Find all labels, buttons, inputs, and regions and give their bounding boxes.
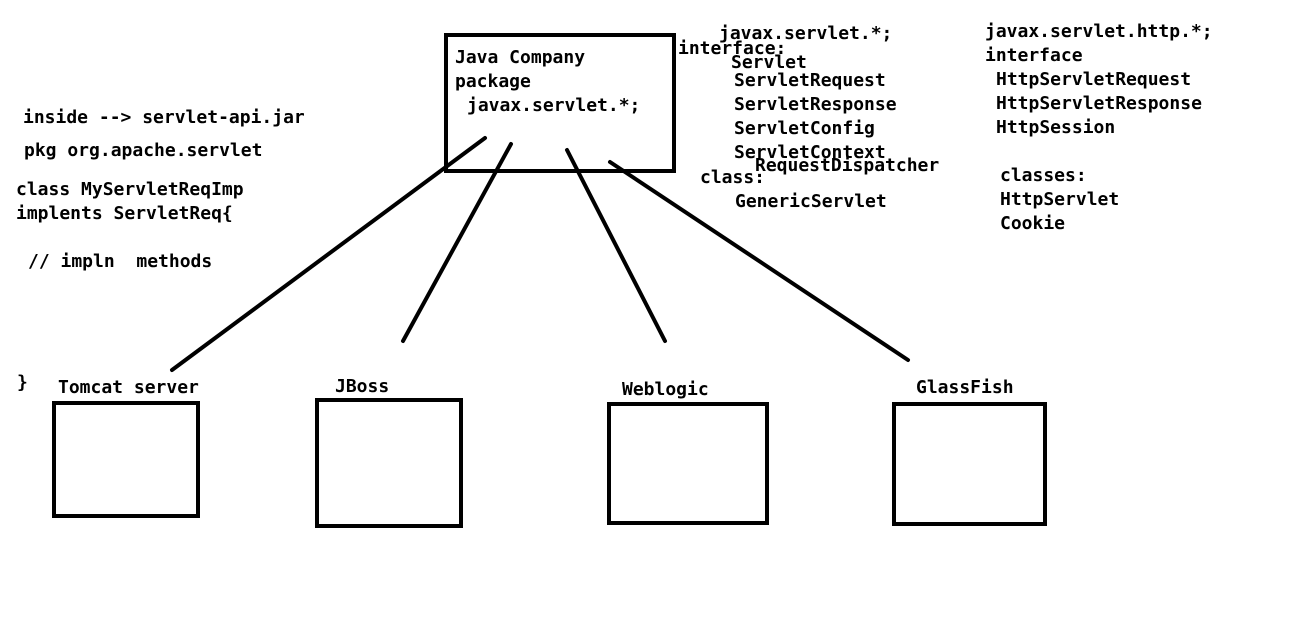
server-box-weblogic <box>607 402 769 525</box>
class-decl-line1: class MyServletReqImp <box>16 179 244 200</box>
http-class-item: HttpServlet <box>1000 189 1120 210</box>
http-interface-item: HttpServletResponse <box>996 93 1202 114</box>
connector-weblogic <box>565 148 667 343</box>
servlet-interface-item: ServletRequest <box>734 70 886 91</box>
jar-note: inside --> servlet-api.jar <box>23 107 305 128</box>
server-label-glassfish: GlassFish <box>916 377 1014 398</box>
servlet-interface-item: ServletResponse <box>734 94 897 115</box>
servlet-interface-item: ServletConfig <box>734 118 875 139</box>
http-interface-label: interface <box>985 45 1083 66</box>
impl-comment: // impln methods <box>28 251 213 272</box>
server-label-tomcat: Tomcat server <box>58 377 199 398</box>
company-package-label: package <box>455 71 531 92</box>
servlet-interface-item: RequestDispatcher <box>755 155 940 176</box>
server-box-glassfish <box>892 402 1047 526</box>
server-box-tomcat <box>52 401 200 518</box>
server-label-weblogic: Weblogic <box>622 379 709 400</box>
java-company-box <box>444 33 676 173</box>
company-package-name: javax.servlet.*; <box>467 95 641 116</box>
http-class-label: classes: <box>1000 165 1087 186</box>
class-decl-line2: implents ServletReq{ <box>16 203 233 224</box>
pkg-note: pkg org.apache.servlet <box>24 140 263 161</box>
connector-glassfish <box>608 160 910 362</box>
server-box-jboss <box>315 398 463 528</box>
servlet-pkg-title: javax.servlet.*; <box>719 23 893 44</box>
connector-jboss <box>401 142 513 343</box>
servlet-interface-item: ServletContext <box>734 142 886 163</box>
servlet-interface-label: interface: <box>678 38 787 59</box>
servlet-class-label: class: <box>700 167 766 188</box>
http-interface-item: HttpSession <box>996 117 1116 138</box>
company-title: Java Company <box>455 47 586 68</box>
http-interface-item: HttpServletRequest <box>996 69 1192 90</box>
servlet-interface-item: Servlet <box>731 52 807 73</box>
http-class-item: Cookie <box>1000 213 1066 234</box>
connector-tomcat <box>170 136 487 372</box>
closing-brace: } <box>17 372 28 393</box>
http-pkg-title: javax.servlet.http.*; <box>985 21 1213 42</box>
server-label-jboss: JBoss <box>335 376 390 397</box>
servlet-class-item: GenericServlet <box>735 191 887 212</box>
